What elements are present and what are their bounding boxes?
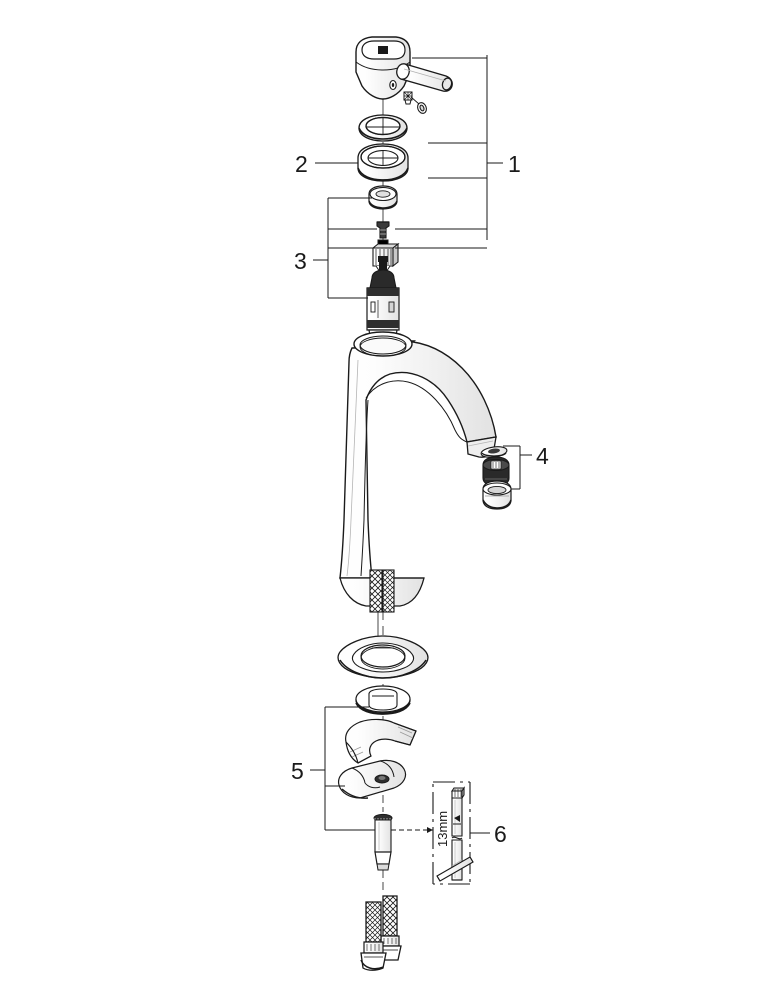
- callout-5-leaders: [310, 706, 433, 833]
- flexible-hoses-part: [360, 895, 402, 971]
- callout-number-6: 6: [494, 821, 507, 847]
- callout-number-4: 4: [536, 443, 549, 469]
- aerator-housing-part: [482, 480, 512, 510]
- handle-collar-ring-part: [357, 143, 409, 182]
- spout-outlet-hoses: [369, 569, 395, 613]
- callout-1-leaders: [412, 55, 503, 240]
- escutcheon-plate-part: [337, 635, 429, 679]
- spout-body-part: [339, 331, 497, 607]
- cartridge-screw-part: [376, 221, 390, 239]
- callout-number-5: 5: [291, 758, 304, 784]
- socket-wrench-tool: [436, 786, 474, 882]
- callout-number-2: 2: [295, 151, 308, 177]
- lever-arm: [396, 63, 453, 92]
- callout-4-leaders: [503, 445, 532, 490]
- set-screw-part: [403, 91, 413, 105]
- retaining-ring-part: [368, 185, 398, 210]
- callout-number-1: 1: [508, 151, 521, 177]
- aerator-insert-part: [482, 456, 510, 487]
- base-gasket-part: [355, 685, 411, 715]
- wrench-size-label: 13mm: [435, 811, 450, 847]
- callout-number-3: 3: [294, 248, 307, 274]
- handle-dome-cap-part: [358, 114, 408, 142]
- callout-3-leaders: [313, 197, 487, 299]
- threaded-stud-part: [373, 813, 393, 871]
- cap-plug-part: [417, 102, 427, 114]
- lower-mounting-bracket-part: [337, 759, 407, 799]
- upper-mounting-bracket-part: [345, 718, 417, 764]
- leader-setscrew-plug: [410, 96, 420, 105]
- handle-boss: [389, 79, 397, 91]
